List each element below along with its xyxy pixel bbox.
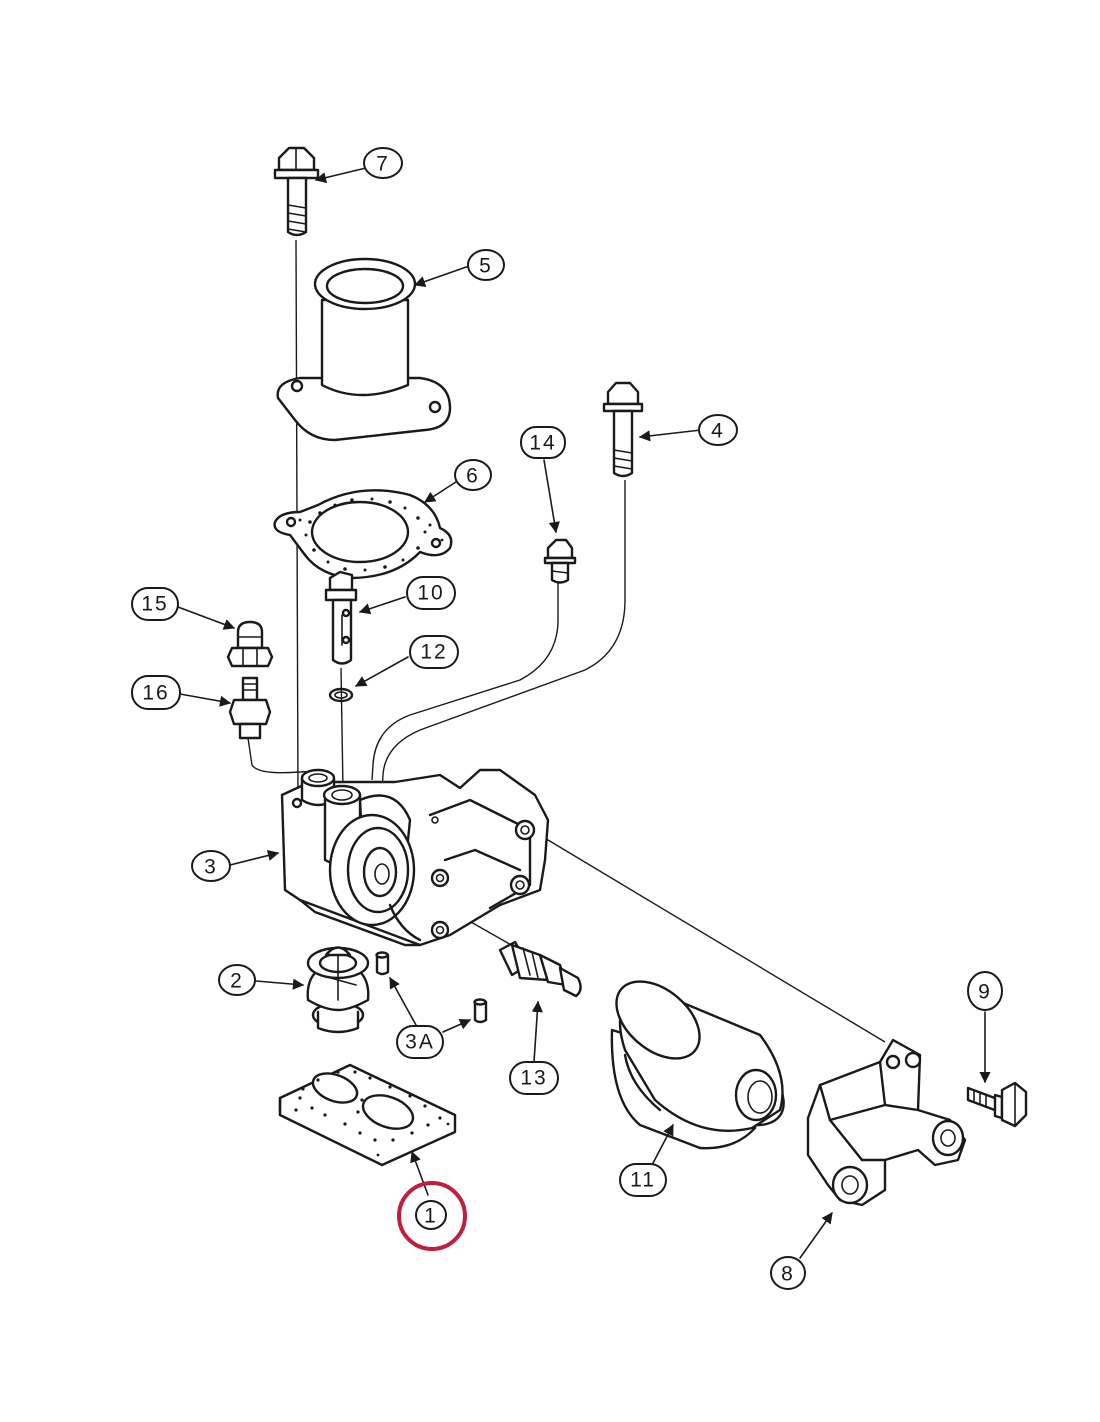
leader-12 xyxy=(355,656,409,687)
part-16-switch xyxy=(228,676,272,740)
callout-label-3a: 3A xyxy=(405,1031,435,1054)
callout-4[interactable]: 4 xyxy=(698,414,738,446)
leader-10 xyxy=(358,596,406,615)
callout-7[interactable]: 7 xyxy=(363,147,403,179)
callout-6[interactable]: 6 xyxy=(454,459,492,491)
callout-14[interactable]: 14 xyxy=(520,426,566,459)
leader-16 xyxy=(179,693,232,707)
callout-label-8: 8 xyxy=(781,1263,795,1286)
callout-label-13: 13 xyxy=(520,1067,547,1090)
part-10-sender xyxy=(324,570,358,665)
leader-13 xyxy=(531,1000,543,1063)
callout-3a[interactable]: 3A xyxy=(396,1025,444,1059)
callout-2[interactable]: 2 xyxy=(218,964,256,996)
callout-15[interactable]: 15 xyxy=(131,587,179,621)
part-7-bolt xyxy=(273,146,320,237)
part-4-bolt xyxy=(602,381,644,478)
callout-label-16: 16 xyxy=(142,682,169,705)
part-3-housing xyxy=(280,768,550,947)
callout-label-10: 10 xyxy=(417,582,444,605)
leader-8 xyxy=(799,1212,833,1259)
leader-3a-upper xyxy=(389,977,417,1026)
part-6-gasket xyxy=(273,489,453,580)
leader-7 xyxy=(314,167,367,184)
alignment-line-bracket xyxy=(527,827,886,1043)
callout-label-14: 14 xyxy=(529,432,556,455)
part-3a-dowel-pins xyxy=(375,951,488,1024)
alignment-line-bolt-4 xyxy=(381,480,626,791)
callout-label-4: 4 xyxy=(711,420,725,443)
callout-8[interactable]: 8 xyxy=(770,1256,806,1290)
leader-arrows xyxy=(177,167,991,1259)
leader-2 xyxy=(255,978,305,990)
part-13-fitting xyxy=(498,940,582,998)
callout-13[interactable]: 13 xyxy=(509,1061,559,1095)
callout-12[interactable]: 12 xyxy=(409,635,459,669)
callout-label-3: 3 xyxy=(204,856,218,879)
callout-label-15: 15 xyxy=(141,593,168,616)
leader-14 xyxy=(543,459,560,534)
alignment-line-bolt-14 xyxy=(371,580,559,781)
leader-5 xyxy=(413,264,473,287)
part-8-bracket xyxy=(806,1038,967,1207)
callout-label-1: 1 xyxy=(424,1205,438,1228)
leader-4 xyxy=(638,429,702,442)
leader-3 xyxy=(229,850,280,866)
leader-15 xyxy=(177,606,236,630)
callout-9[interactable]: 9 xyxy=(967,971,1003,1011)
part-5-outlet-neck xyxy=(276,257,452,442)
part-12-o-ring xyxy=(328,687,354,703)
leader-11 xyxy=(651,1124,674,1166)
callout-label-12: 12 xyxy=(420,641,447,664)
part-9-bolt xyxy=(966,1081,1028,1128)
part-2-thermostat xyxy=(306,946,370,1034)
callout-label-7: 7 xyxy=(376,153,390,176)
leader-1 xyxy=(410,1150,429,1196)
alignment-line-sender-10 xyxy=(340,667,344,791)
highlight-ring xyxy=(397,1181,467,1251)
callout-3[interactable]: 3 xyxy=(191,850,231,882)
part-11-filter xyxy=(610,980,785,1150)
part-15-fitting xyxy=(226,620,274,668)
callout-10[interactable]: 10 xyxy=(406,576,456,610)
callout-16[interactable]: 16 xyxy=(131,675,181,710)
callout-11[interactable]: 11 xyxy=(619,1163,667,1197)
callout-label-6: 6 xyxy=(466,465,480,488)
part-1-gasket xyxy=(278,1063,457,1167)
leader-6 xyxy=(424,477,463,503)
callout-5[interactable]: 5 xyxy=(467,249,505,281)
callout-label-9: 9 xyxy=(978,981,992,1004)
part-14-bolt xyxy=(543,538,577,584)
leader-3a-lower xyxy=(442,1018,472,1033)
callout-label-5: 5 xyxy=(479,255,493,278)
callouts: 7 5 4 14 6 15 10 12 xyxy=(131,147,1003,1290)
callout-label-11: 11 xyxy=(630,1169,656,1192)
callout-label-2: 2 xyxy=(230,970,244,993)
callout-1[interactable]: 1 xyxy=(415,1200,447,1230)
